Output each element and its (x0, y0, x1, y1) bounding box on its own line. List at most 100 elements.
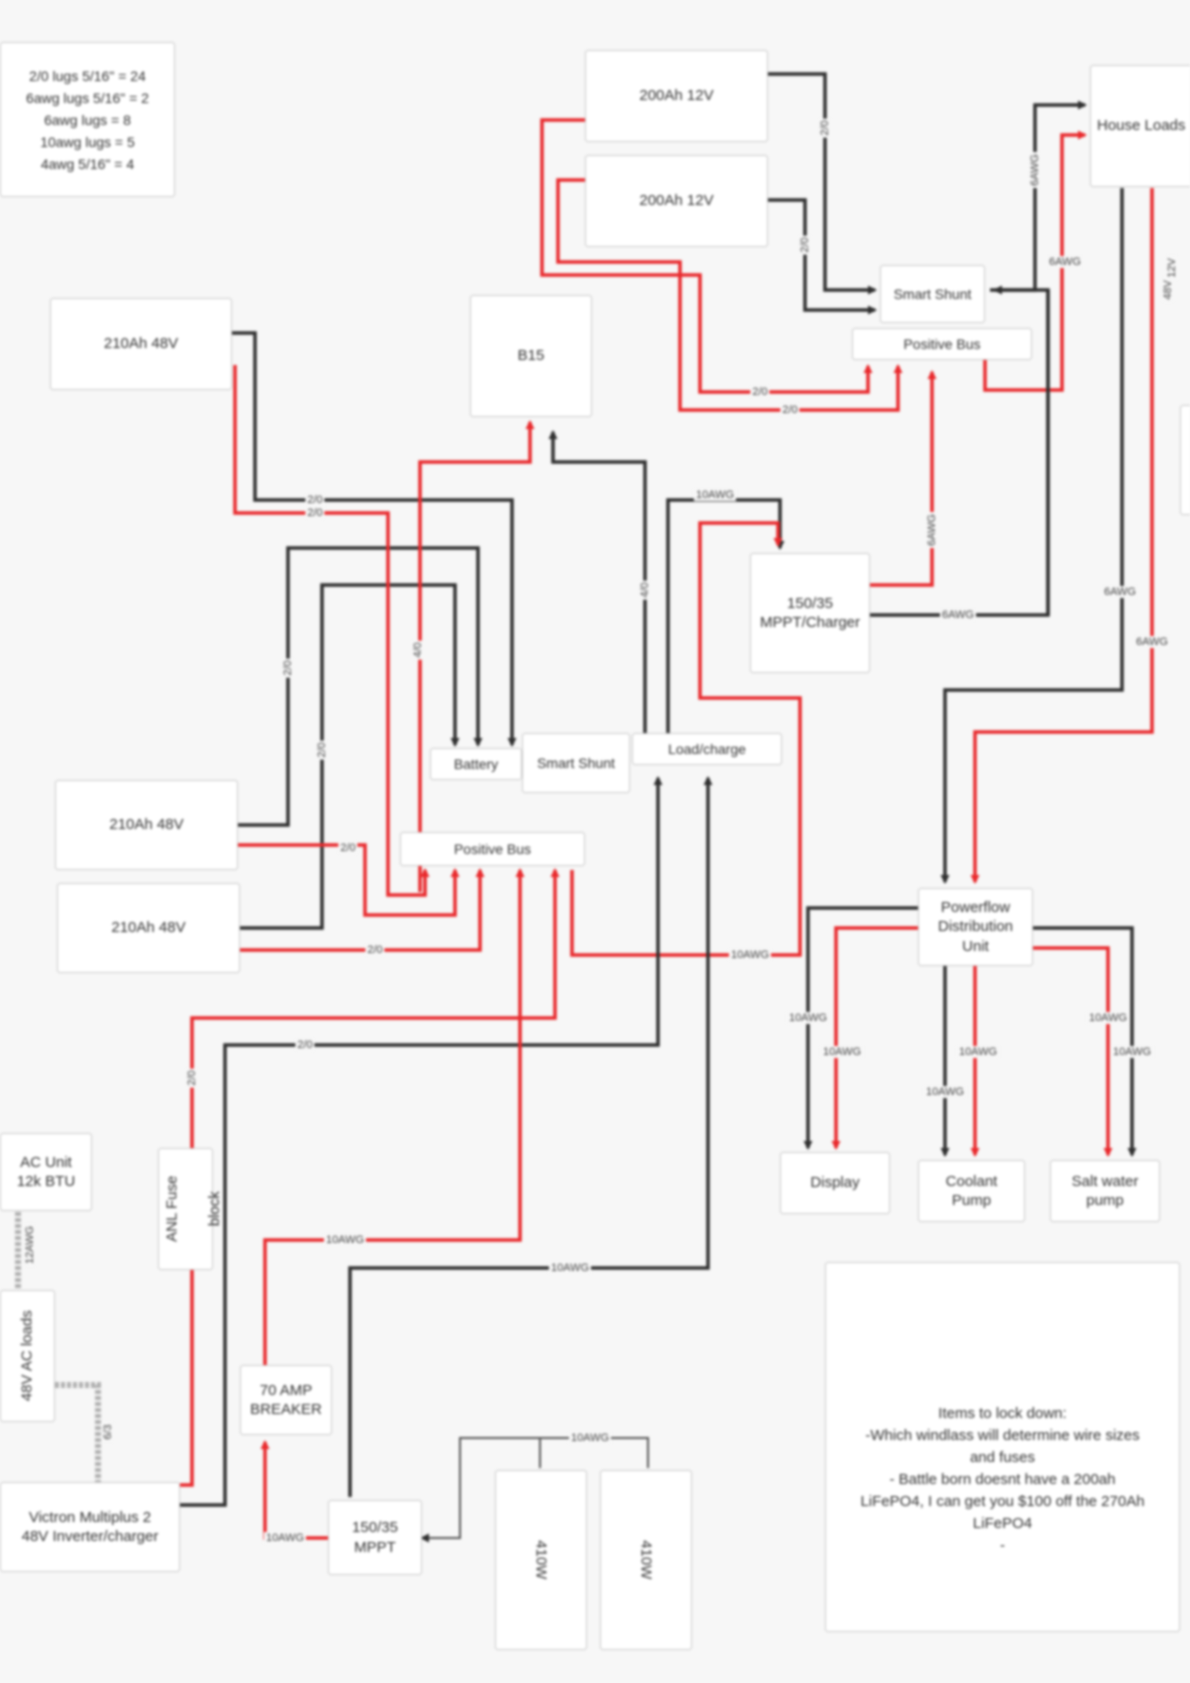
notes-line: - Battle born doesnt have a 200ah (889, 1471, 1116, 1488)
node-label: 48V Inverter/charger (21, 1528, 159, 1545)
battery-200ah-b[interactable]: 200Ah 12V (585, 155, 768, 247)
coolant-pump[interactable]: Coolant Pump (918, 1160, 1025, 1222)
wire-label: 2/0 (780, 404, 800, 416)
house-loads[interactable]: House Loads (1090, 65, 1190, 187)
wire-neg-bms (548, 430, 647, 738)
wire-label: 48V (1162, 278, 1174, 302)
battery-210ah-a[interactable]: 210Ah 48V (50, 298, 232, 390)
right-edge-box (1180, 405, 1190, 515)
mppt-charger[interactable]: 150/35 MPPT/Charger (750, 553, 870, 673)
wire-label: 2/0 (316, 740, 328, 760)
smart-shunt-top[interactable]: Smart Shunt (880, 265, 985, 323)
wire-neg-victron (180, 776, 663, 1507)
wire-label: 10AWG (923, 1086, 967, 1098)
ac-unit[interactable]: AC Unit 12k BTU (0, 1133, 92, 1211)
wire-label: 6AWG (1102, 586, 1138, 598)
wire-pos-bms (418, 420, 535, 892)
wire-label: 6AWG (926, 512, 938, 548)
wire-pos-mppt-top (870, 370, 937, 587)
wire-label: 2/0 (750, 386, 770, 398)
bms-box[interactable]: B15 (470, 295, 592, 417)
battery-200ah-a[interactable]: 200Ah 12V (585, 50, 768, 142)
wire-label: 10AWG (820, 1046, 864, 1058)
wire-pos-200a (540, 118, 873, 394)
mppt-lower[interactable]: 150/35 MPPT (328, 1500, 422, 1575)
wire-label: 2/0 (819, 118, 831, 138)
node-label: MPPT (354, 1538, 396, 1556)
wire-label: 10AWG (568, 1432, 612, 1444)
battery-210ah-b[interactable]: 210Ah 48V (55, 780, 238, 870)
ac-loads-48v[interactable]: 48V AC loads (0, 1290, 55, 1422)
wire-label: 4/0 (639, 580, 651, 600)
node-label: Powerflow (940, 898, 1011, 916)
node-label: 410W (637, 1540, 655, 1580)
wire-neg-display (803, 906, 918, 1150)
victron-multiplus[interactable]: Victron Multiplus 2 48V Inverter/charger (0, 1482, 180, 1572)
notes-box: Items to lock down: -Which windlass will… (825, 1262, 1180, 1632)
legend-line: 6awg lugs 5/16" = 2 (26, 90, 149, 106)
notes-line: and fuses (969, 1449, 1036, 1466)
wire-neg-210a (232, 331, 517, 747)
battery-210ah-c[interactable]: 210Ah 48V (57, 883, 240, 973)
load-charge-terminal[interactable]: Load/charge (632, 733, 782, 765)
wire-label: 2/0 (295, 1039, 315, 1051)
wire-pos-210a (233, 365, 430, 897)
wire-neg-210b (238, 546, 483, 827)
wire-pos-victron (180, 868, 560, 1487)
node-label: BREAKER (250, 1401, 322, 1418)
wire-neg-210c (240, 583, 460, 930)
node-label: 70 AMP (259, 1381, 313, 1399)
salt-water-pump[interactable]: Salt water pump (1050, 1160, 1160, 1222)
wire-pos-display (831, 926, 918, 1150)
notes-line: - (1000, 1537, 1005, 1554)
wire-label: 6AWG (1134, 636, 1170, 648)
wire-label: 10AWG (548, 1262, 592, 1274)
node-label: 48V AC loads (18, 1310, 36, 1402)
wire-label: 10AWG (1110, 1046, 1154, 1058)
node-label: Positive Bus (903, 335, 981, 352)
node-label: ANL Fuse (163, 1175, 181, 1243)
display-load[interactable]: Display (780, 1152, 890, 1214)
node-label: Unit (962, 937, 989, 955)
powerflow-distribution-unit[interactable]: Powerflow Distribution Unit (918, 888, 1033, 966)
node-label: 150/35 (787, 594, 833, 612)
node-label: 210Ah 48V (103, 335, 179, 353)
node-label: Distribution (937, 918, 1014, 936)
wire-neg-200a (768, 72, 877, 295)
node-label: Salt water (1071, 1172, 1139, 1190)
legend-line: 10awg lugs = 5 (40, 134, 135, 150)
wire-label: 10AWG (956, 1046, 1000, 1058)
wire-label: 6AWG (1047, 256, 1083, 268)
wire-neg-house-down (940, 188, 1124, 884)
lug-legend: 2/0 lugs 5/16" = 24 6awg lugs 5/16" = 2 … (0, 42, 175, 197)
wire-label: 12AWG (24, 1223, 36, 1267)
wire-label: 2/0 (305, 494, 325, 506)
node-label: pump (1086, 1192, 1124, 1209)
node-label: 210Ah 48V (111, 919, 186, 937)
wire-label: 4/0 (412, 640, 424, 660)
node-label: Display (810, 1174, 860, 1192)
wire-ac-loads (55, 1382, 101, 1482)
notes-line: LiFePO4 (972, 1515, 1033, 1532)
battery-terminal[interactable]: Battery (430, 748, 522, 780)
wire-pos-210c (240, 868, 485, 952)
node-label: MPPT/Charger (759, 614, 861, 631)
node-label: 12k BTU (16, 1173, 76, 1190)
positive-bus-top[interactable]: Positive Bus (852, 328, 1032, 360)
node-label: 200Ah 12V (639, 87, 714, 105)
wire-label: 2/0 (282, 658, 294, 678)
node-label: AC Unit (20, 1153, 72, 1171)
node-label: Load/charge (668, 740, 746, 757)
legend-line: 4awg 5/16" = 4 (40, 156, 135, 172)
anl-fuse-block[interactable]: ANL Fuse block (158, 1148, 223, 1270)
wire-pos-mppt-breaker (260, 1440, 328, 1540)
wire-label: 10AWG (323, 1234, 367, 1246)
node-label: Smart Shunt (537, 754, 615, 771)
wire-label: 12V (1166, 256, 1178, 280)
smart-shunt-mid[interactable]: Smart Shunt (522, 733, 630, 793)
solar-panel-b[interactable]: 410W (600, 1470, 692, 1650)
solar-panel-a[interactable]: 410W (495, 1470, 587, 1650)
positive-bus-mid[interactable]: Positive Bus (400, 832, 585, 866)
wire-label: 6/3 (102, 1422, 114, 1442)
breaker-70amp[interactable]: 70 AMP BREAKER (240, 1365, 332, 1435)
